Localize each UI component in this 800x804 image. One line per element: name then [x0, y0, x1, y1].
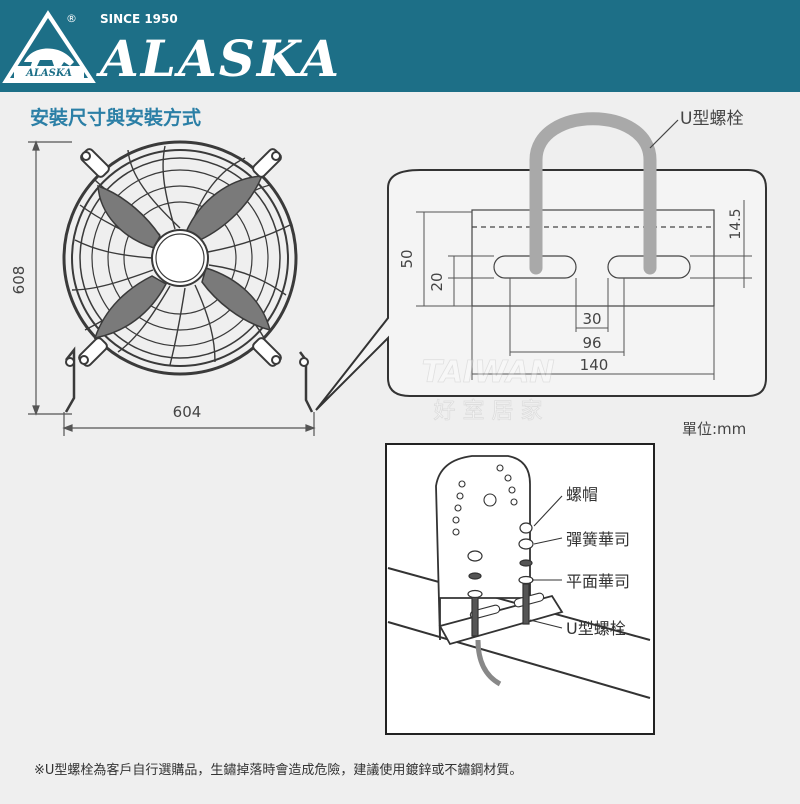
dim-30: 30	[582, 310, 601, 328]
label-u-bolt: U型螺栓	[566, 619, 626, 638]
dim-96: 96	[582, 334, 601, 352]
u-bolt-graphic	[529, 112, 657, 275]
dim-20: 20	[428, 272, 446, 291]
fan-dimension-lines	[28, 140, 316, 436]
watermark-line1: TAIWAN	[422, 355, 555, 390]
footnote: ※U型螺栓為客戶自行選購品，生鏽掉落時會造成危險，建議使用鍍鋅或不鏽鋼材質。	[34, 762, 522, 778]
fan-width-dimension: 604	[173, 403, 202, 421]
dim-140: 140	[580, 356, 609, 374]
brand-header: ALASKA ® SINCE 1950 ALASKA	[2, 10, 341, 88]
logo-text: ALASKA	[25, 68, 72, 79]
dim-50: 50	[398, 249, 416, 268]
registered-mark: ®	[66, 12, 77, 25]
watermark: TAIWAN 好 室 居 家	[421, 355, 555, 425]
fan-blades	[93, 175, 272, 339]
install-detail: 螺帽 彈簧華司 平面華司 U型螺栓	[385, 443, 655, 735]
label-flat-washer: 平面華司	[566, 572, 630, 591]
diagram-stage: 安裝尺寸與安裝方式	[0, 92, 800, 800]
fan-height-dimension: 608	[10, 266, 28, 295]
install-diagram: 安裝尺寸與安裝方式	[10, 106, 767, 778]
fan-drawing	[62, 140, 314, 413]
u-bolt-label-top: U型螺栓	[680, 109, 743, 129]
label-nut: 螺帽	[566, 485, 598, 504]
unit-label: 單位:mm	[682, 420, 746, 438]
bracket-callout: 50 20 14.5 30 96 140	[315, 112, 767, 411]
since-text: SINCE 1950	[100, 12, 178, 26]
alaska-logo: ALASKA	[2, 10, 96, 83]
header-bar: ALASKA ® SINCE 1950 ALASKA	[0, 0, 800, 92]
section-title: 安裝尺寸與安裝方式	[30, 106, 201, 129]
watermark-line2: 好 室 居 家	[434, 399, 543, 424]
brand-name: ALASKA	[96, 29, 341, 88]
dim-14-5: 14.5	[728, 208, 744, 239]
fan-mounting-ears	[78, 148, 282, 367]
label-spring-washer: 彈簧華司	[566, 530, 630, 549]
